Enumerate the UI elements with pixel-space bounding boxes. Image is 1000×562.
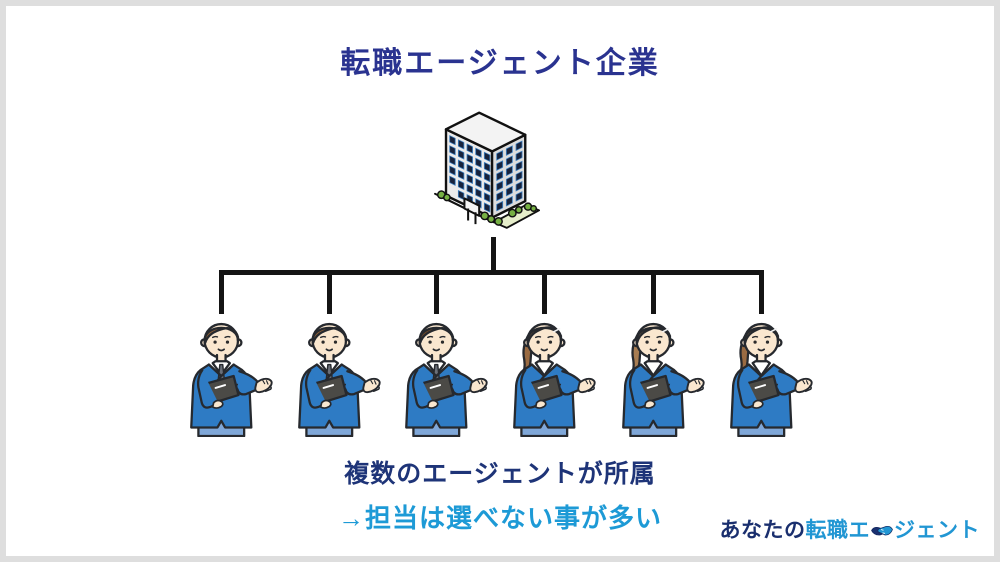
female-agent-icon — [502, 315, 598, 437]
caption-agents-belong: 複数のエージェントが所属 — [344, 460, 656, 488]
org-chart-drop-line — [542, 274, 547, 314]
female-agent-icon — [611, 315, 707, 437]
male-agent-icon — [394, 315, 490, 437]
handshake-icon — [871, 525, 893, 536]
page-title: 転職エージェント企業 — [340, 47, 660, 80]
office-building-icon — [433, 109, 553, 238]
logo-text-prefix: あなたの — [719, 519, 806, 542]
org-chart-drop-line — [327, 274, 332, 314]
org-chart-drop-line — [651, 274, 656, 314]
logo-text-part1: 転職エ — [805, 519, 870, 542]
caption-cannot-choose: →担当は選べない事が多い — [337, 503, 662, 533]
male-agent-icon — [179, 315, 275, 437]
female-agent-icon — [719, 315, 815, 437]
org-chart-drop-line — [434, 274, 439, 314]
org-chart-horizontal-line — [219, 270, 764, 275]
male-agent-icon — [287, 315, 383, 437]
org-chart-drop-line — [219, 274, 224, 314]
org-chart-stub-line — [491, 237, 496, 271]
site-logo: あなたの転職エ ジェント — [720, 514, 981, 544]
logo-text-part2: ジェント — [894, 519, 980, 542]
org-chart-drop-line — [759, 274, 764, 314]
